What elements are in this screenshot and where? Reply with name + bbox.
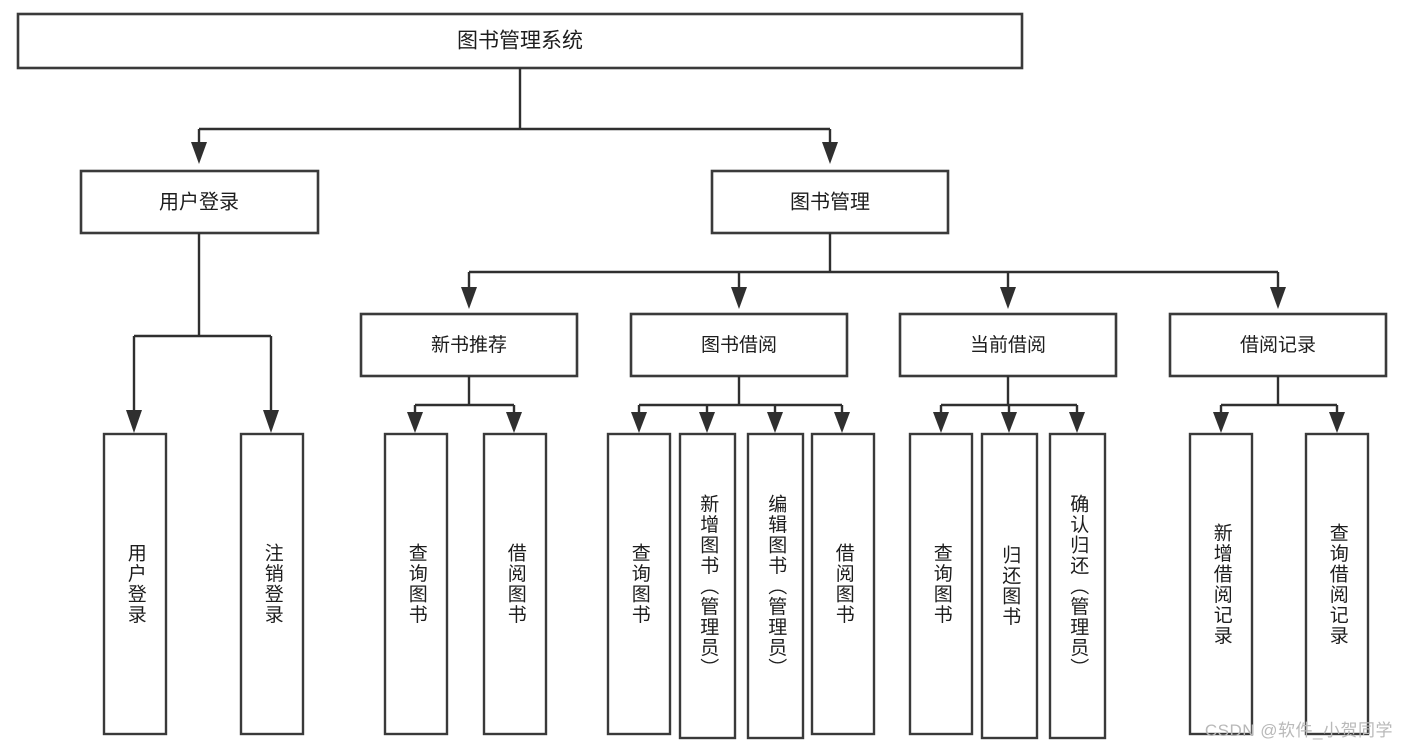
arrow-head-user-login-leaf-1 [126,410,142,433]
leaf-box-borrow-record-1[interactable] [1188,432,1254,736]
connector-borrow-record-to-leaves [1213,376,1345,433]
connector-user-login-to-leaves [126,233,279,433]
leaf-box-borrow-record-2[interactable] [1304,432,1370,736]
node-borrow-record-box[interactable] [1168,312,1388,378]
node-book-manage[interactable]: 图书管理 [710,169,950,235]
leaf-box-current-borrow-1[interactable] [908,432,974,736]
arrow-head-bb-leaf-4 [834,412,850,433]
leaf-box-new-book-recommend-1[interactable] [383,432,449,736]
arrow-head-level3-2 [731,287,747,309]
arrow-head-bb-leaf-1 [631,412,647,433]
node-root[interactable]: 图书管理系统 [16,12,1024,70]
node-current-borrow-label: 当前借阅 [970,334,1046,356]
node-borrow-record[interactable]: 借阅记录 [1168,312,1388,378]
node-new-book-recommend[interactable]: 新书推荐 [359,312,579,378]
node-new-book-recommend-label: 新书推荐 [431,334,507,356]
arrow-head-user-login-leaf-2 [263,410,279,433]
node-new-book-recommend-box[interactable] [359,312,579,378]
arrow-head-nbr-leaf-2 [506,412,522,433]
arrow-head-level3-4 [1270,287,1286,309]
node-user-login[interactable]: 用户登录 [79,169,320,235]
node-book-borrow-box[interactable] [629,312,849,378]
leaf-box-current-borrow-3[interactable] [1048,432,1107,740]
leaf-box-new-book-recommend-2[interactable] [482,432,548,736]
arrow-head-cb-leaf-2 [1001,412,1017,433]
connector-current-borrow-to-leaves [933,376,1085,433]
leaf-box-user-login-1[interactable] [102,432,168,736]
leaf-box-book-borrow-4[interactable] [810,432,876,736]
connector-book-manage-to-level3 [461,233,1286,309]
leaf-box-user-login-2[interactable] [239,432,305,736]
leaf-box-book-borrow-1[interactable] [606,432,672,736]
node-root-box[interactable] [16,12,1024,70]
node-current-borrow-box[interactable] [898,312,1118,378]
node-borrow-record-label: 借阅记录 [1240,334,1316,356]
arrow-head-nbr-leaf-1 [407,412,423,433]
node-book-manage-label: 图书管理 [790,190,870,213]
leaf-box-book-borrow-2[interactable] [678,432,737,740]
leaf-box-current-borrow-2[interactable] [980,432,1039,740]
node-book-manage-box[interactable] [710,169,950,235]
arrow-head-bb-leaf-2 [699,412,715,433]
arrow-head-level2-2 [822,142,838,164]
connector-new-book-recommend-to-leaves [407,376,522,433]
connector-root-to-level2 [191,68,838,164]
arrow-head-level3-1 [461,287,477,309]
arrow-head-br-leaf-1 [1213,412,1229,433]
arrow-head-level2-1 [191,142,207,164]
node-user-login-label: 用户登录 [159,190,239,213]
node-root-label: 图书管理系统 [457,30,583,53]
node-book-borrow[interactable]: 图书借阅 [629,312,849,378]
arrow-head-level3-3 [1000,287,1016,309]
node-current-borrow[interactable]: 当前借阅 [898,312,1118,378]
node-book-borrow-label: 图书借阅 [701,334,777,356]
arrow-head-br-leaf-2 [1329,412,1345,433]
arrow-head-cb-leaf-3 [1069,412,1085,433]
arrow-head-cb-leaf-1 [933,412,949,433]
leaf-box-book-borrow-3[interactable] [746,432,805,740]
csdn-watermark: CSDN @软件_小贺同学 [1204,721,1393,740]
arrow-head-bb-leaf-3 [767,412,783,433]
connector-book-borrow-to-leaves [631,376,850,433]
